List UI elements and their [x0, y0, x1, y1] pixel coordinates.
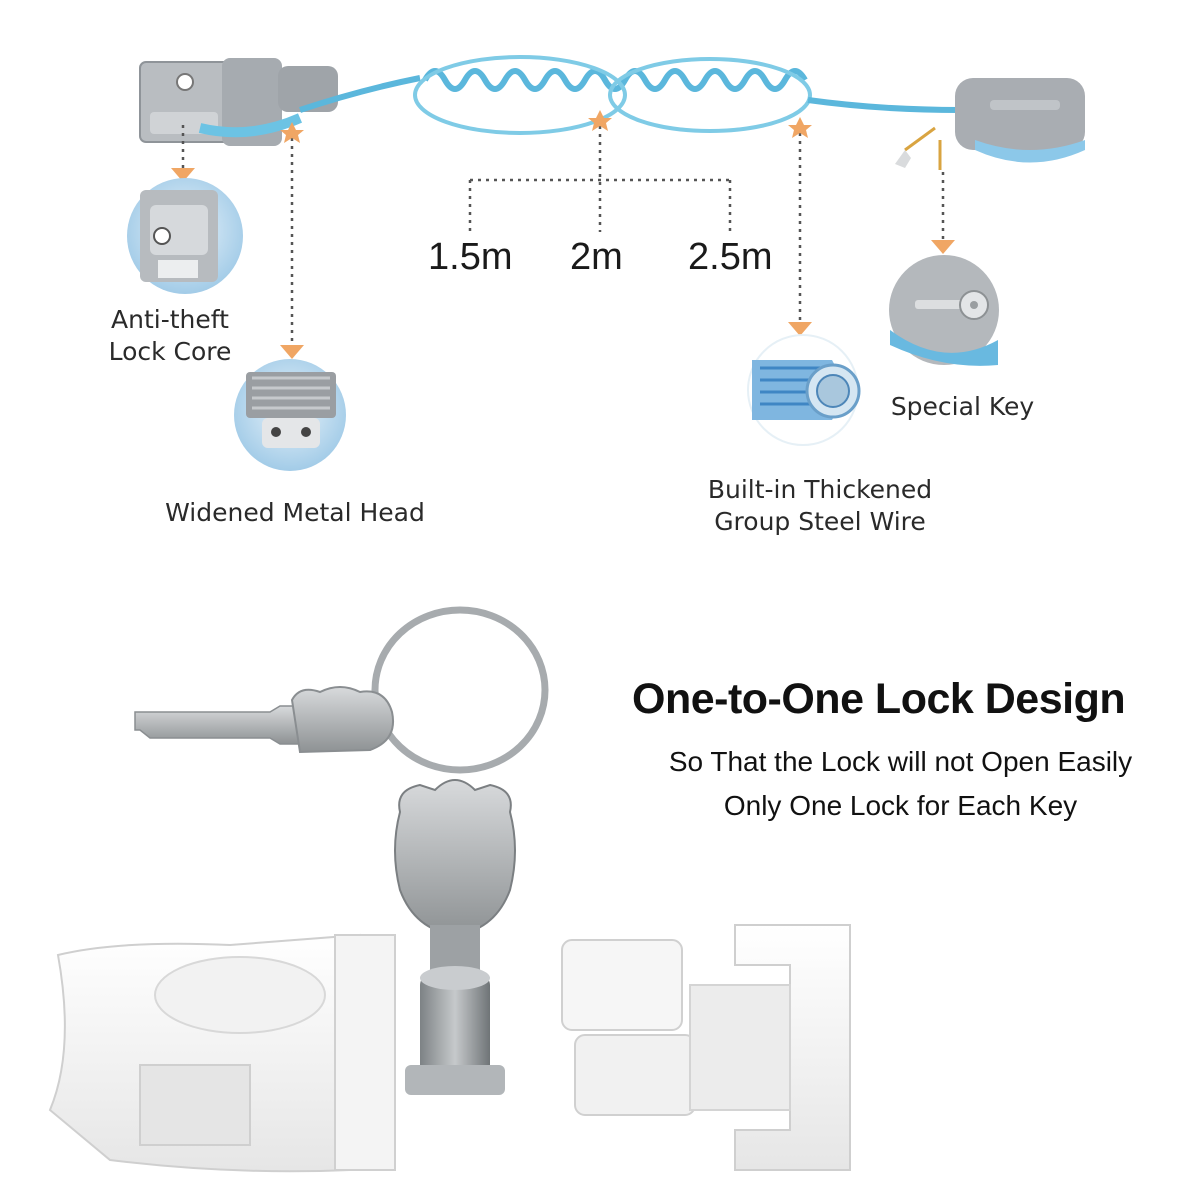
length-option-3: 2.5m: [688, 236, 773, 278]
special-key-label: Special Key: [890, 392, 1035, 421]
key-icon: [889, 255, 999, 366]
metal-head-detail: [234, 359, 346, 471]
callout-arrows: [171, 110, 955, 359]
lock-design-line1: So That the Lock will not Open Easily: [668, 746, 1133, 777]
steel-wire-icon: [747, 334, 861, 446]
lock-parts-icon: [48, 606, 851, 1173]
callout-lines: [181, 118, 945, 345]
steel-wire-label: Built-in Thickened Group Steel Wire: [707, 475, 933, 536]
length-option-1: 1.5m: [428, 236, 513, 278]
coiled-cord: [413, 55, 812, 135]
lock-design-line2: Only One Lock for Each Key: [723, 790, 1078, 821]
lock-core-detail: [127, 178, 243, 294]
buckle-icon: [139, 58, 338, 146]
lock-core-label: Anti-theft Lock Core: [108, 305, 232, 366]
wristband-icon: [895, 78, 1085, 170]
length-option-2: 2m: [570, 236, 623, 278]
lock-design-title: One-to-One Lock Design: [632, 675, 1126, 723]
metal-head-label: Widened Metal Head: [165, 498, 425, 527]
